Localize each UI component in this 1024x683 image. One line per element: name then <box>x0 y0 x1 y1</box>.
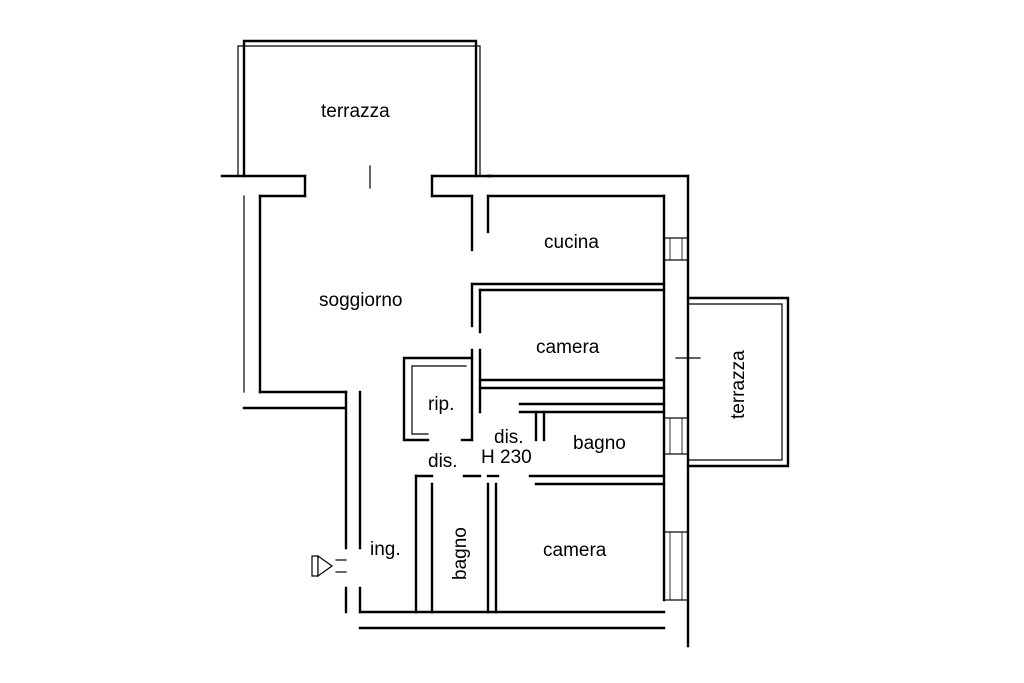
room-label-bagno-right: bagno <box>573 433 626 454</box>
room-label-ingresso: ing. <box>370 539 401 560</box>
room-label-cucina: cucina <box>544 232 599 253</box>
entrance-symbol-icon <box>311 554 347 578</box>
windows <box>663 237 689 601</box>
room-label-dis-right: dis. <box>494 427 524 448</box>
exterior-walls <box>242 174 690 648</box>
room-label-dis-left: dis. <box>428 451 458 472</box>
room-label-camera-lower: camera <box>543 540 607 561</box>
terrace-right <box>675 296 790 468</box>
room-label-terrazza-right: terrazza <box>728 350 749 419</box>
room-label-bagno-vertical: bagno <box>450 527 471 580</box>
room-label-rip: rip. <box>428 394 454 415</box>
terrace-top <box>220 39 494 189</box>
room-label-height-note: H 230 <box>481 447 532 468</box>
storage-walls <box>402 356 474 442</box>
room-label-soggiorno: soggiorno <box>319 290 402 311</box>
interior-walls <box>414 282 666 614</box>
room-label-camera-upper: camera <box>536 337 600 358</box>
room-label-terrazza-top: terrazza <box>321 101 390 122</box>
